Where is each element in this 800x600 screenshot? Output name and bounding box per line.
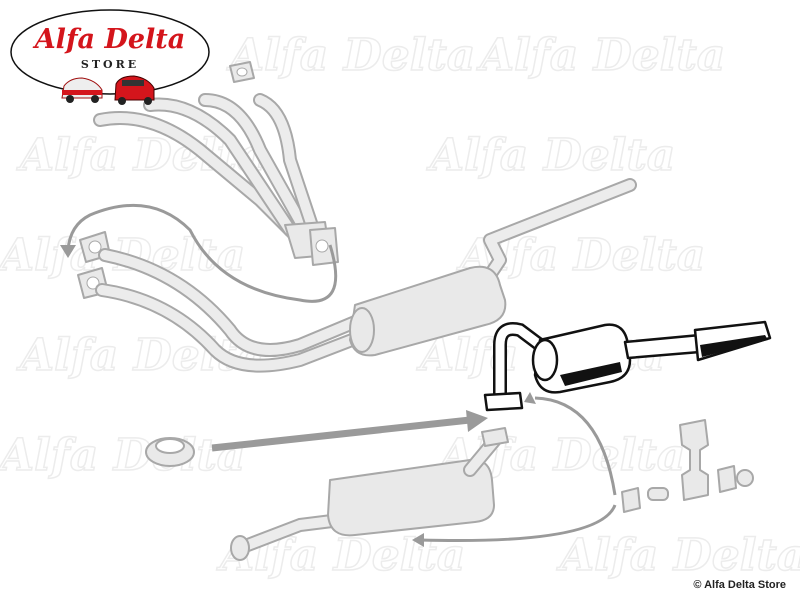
logo-subtitle-text: STORE <box>81 58 139 71</box>
copyright-notice: © Alfa Delta Store <box>693 579 786 591</box>
alternative-rear-muffler <box>230 427 509 561</box>
watermark-text: Alfa Delta <box>0 430 245 481</box>
watermark-text: Alfa Delta <box>226 30 475 81</box>
front-exhaust-pipes <box>77 231 372 373</box>
logo-brand-text: Alfa Delta <box>32 24 186 55</box>
rear-muffler-highlighted[interactable] <box>483 320 772 412</box>
rubber-mounting-ring <box>145 437 195 467</box>
mounting-bracket-kit <box>621 419 754 513</box>
logo-car-white <box>61 77 103 103</box>
arrow-bracket-to-lower-muffler <box>412 504 617 547</box>
exhaust-manifold <box>93 93 339 266</box>
center-muffler <box>349 178 637 357</box>
alfa-delta-store-logo: Alfa Delta STORE <box>10 9 210 105</box>
arrow-ring-to-muffler <box>211 410 488 452</box>
arrow-bracket-to-muffler <box>524 392 617 496</box>
watermark-text: Alfa Delta <box>556 530 800 581</box>
watermark-text: Alfa Delta <box>476 30 725 81</box>
arrow-manifold-to-pipes <box>60 203 338 303</box>
watermark-text: Alfa Delta <box>426 130 675 181</box>
manifold-gasket-top <box>229 61 255 83</box>
logo-car-red <box>114 75 155 105</box>
